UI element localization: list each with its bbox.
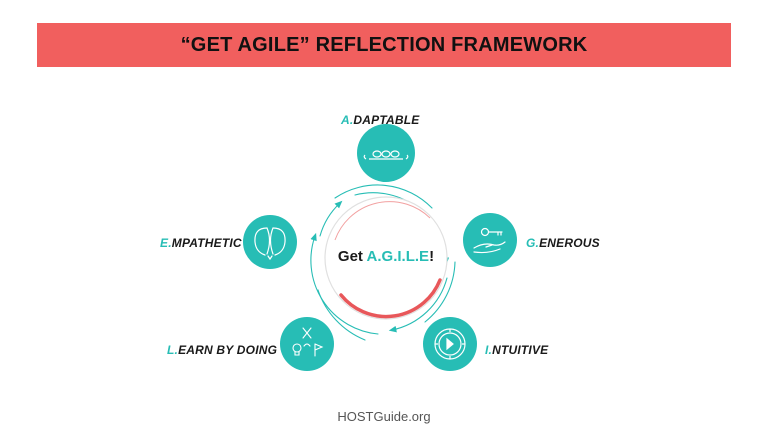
label-rest: ENEROUS [539,236,600,250]
center-suffix: ! [429,248,435,265]
center-ring-thin [334,201,431,241]
stepping-stones-icon [357,124,415,182]
center-accent: A.G.I.L.E [366,248,430,265]
center-label: Get A.G.I.L.E! [318,248,454,265]
label-initial: I. [485,343,493,357]
label-initial: A. [341,113,354,127]
two-faces-icon [243,215,297,269]
center-ring-accent [339,278,442,319]
footer-source: HOSTGuide.org [337,409,431,424]
label-empathetic: E.MPATHETIC [160,236,242,250]
label-rest: DAPTABLE [353,113,420,127]
label-adaptable: A.DAPTABLE [341,113,419,127]
center-prefix: Get [337,248,367,265]
label-rest: EARN BY DOING [178,343,278,357]
label-generous: G.ENEROUS [526,236,600,250]
label-initial: E. [160,236,172,250]
label-learn-by-doing: L.EARN BY DOING [167,343,277,357]
page-title: “GET AGILE” REFLECTION FRAMEWORK [180,33,588,56]
label-initial: G. [526,236,540,250]
center-circle [324,196,448,320]
label-intuitive: I.NTUITIVE [485,343,548,357]
compass-icon [423,317,477,371]
label-rest: MPATHETIC [171,236,242,250]
title-banner: “GET AGILE” REFLECTION FRAMEWORK [37,23,731,67]
hand-key-icon [463,213,517,267]
label-rest: NTUITIVE [492,343,549,357]
label-initial: L. [167,343,179,357]
tools-lightbulb-flag-icon [280,317,334,371]
